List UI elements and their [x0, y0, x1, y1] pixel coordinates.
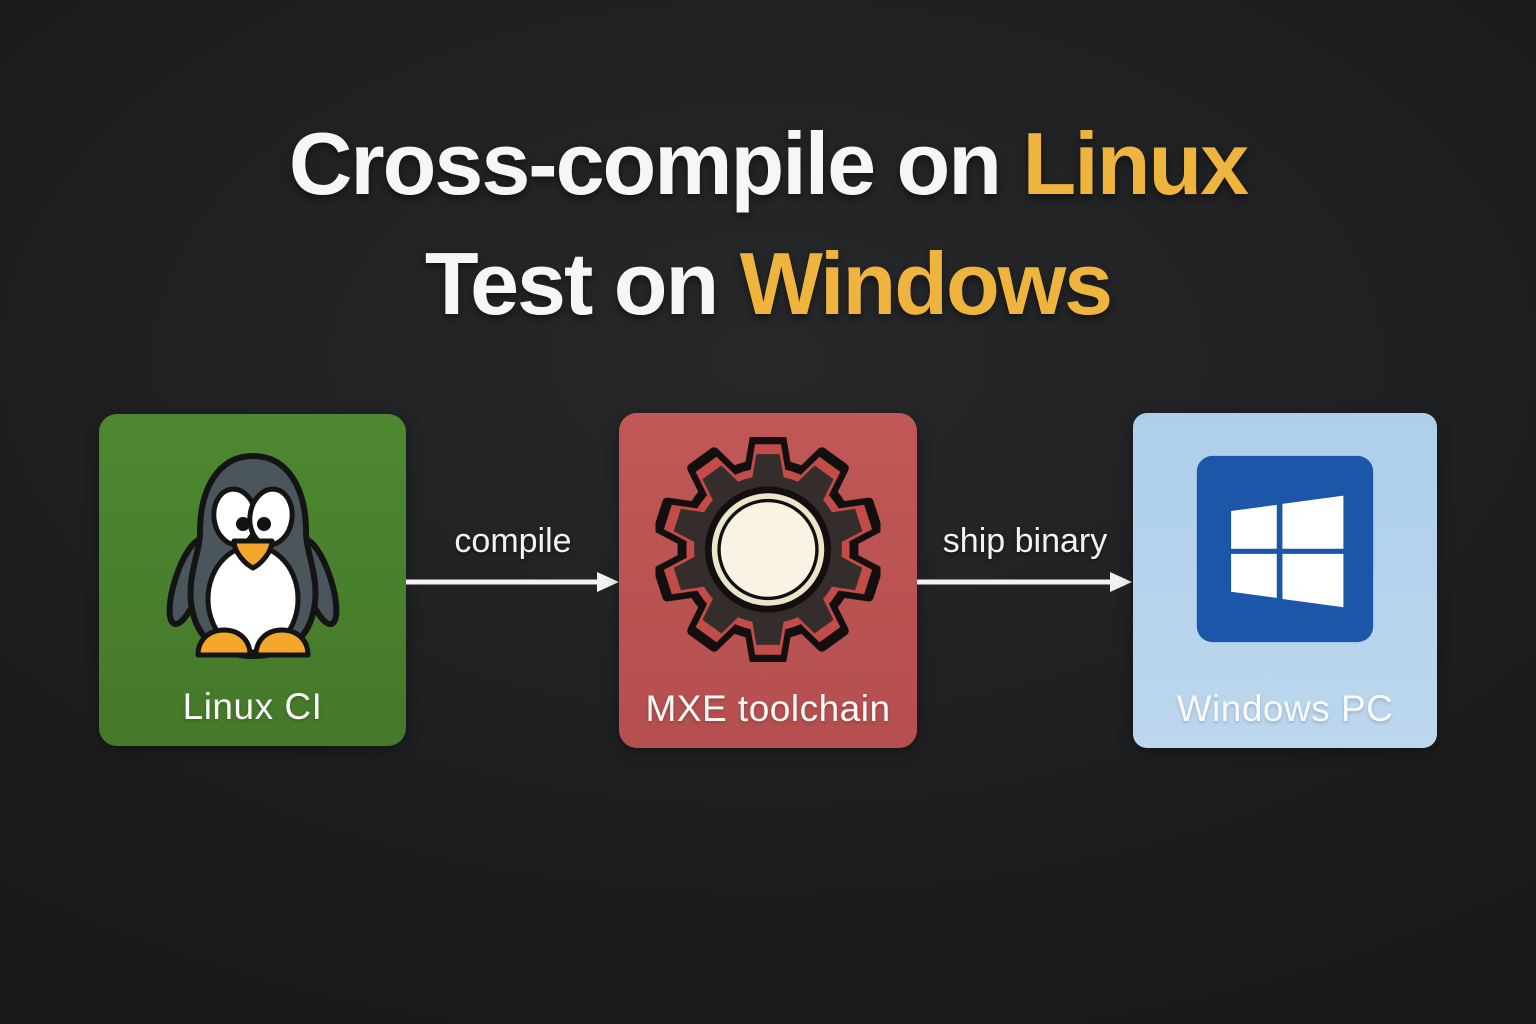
- windows-logo-icon: [1196, 455, 1374, 643]
- edge-ship-binary: ship binary: [917, 521, 1133, 595]
- title-line-1: Cross-compile on Linux: [0, 104, 1536, 224]
- node-label-windows-pc: Windows PC: [1176, 688, 1394, 729]
- title-line2-accent: Windows: [739, 234, 1113, 333]
- edge-label-compile: compile: [454, 522, 572, 560]
- title-line1-accent: Linux: [1022, 114, 1250, 213]
- arrow-right-icon: [406, 572, 619, 592]
- title-line2-plain: Test on: [424, 234, 740, 333]
- arrow-right-icon: [917, 572, 1132, 592]
- gear-icon: [656, 437, 881, 662]
- tux-penguin-icon: [166, 452, 339, 660]
- edge-label-ship-binary: ship binary: [942, 522, 1108, 560]
- title-line-2: Test on Windows: [0, 224, 1536, 344]
- edge-compile: compile: [406, 521, 620, 595]
- page-title: Cross-compile on Linux Test on Windows: [0, 104, 1536, 344]
- node-label-linux-ci: Linux CI: [182, 686, 323, 727]
- node-linux-ci: Linux CI: [99, 414, 406, 746]
- node-label-mxe-toolchain: MXE toolchain: [645, 688, 891, 729]
- title-line1-plain: Cross-compile on: [288, 114, 1023, 213]
- node-windows-pc: Windows PC: [1133, 413, 1437, 748]
- node-mxe-toolchain: MXE toolchain: [619, 413, 917, 748]
